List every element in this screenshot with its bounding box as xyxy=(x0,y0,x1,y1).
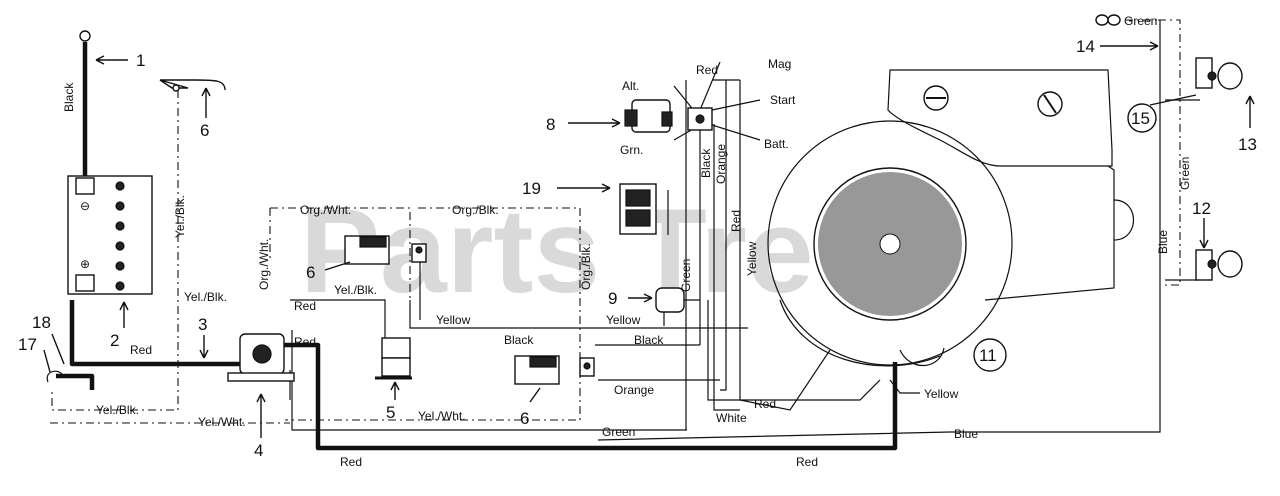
label-red-switch: Red xyxy=(729,210,743,232)
watermark: Parts Tree xyxy=(300,184,880,318)
label-red-solenoid-top: Red xyxy=(294,299,316,313)
label-yellow-switch: Yellow xyxy=(745,241,759,276)
callout-13: 13 xyxy=(1238,135,1257,154)
label-start: Start xyxy=(770,93,796,107)
label-blue-right-vertical: Blue xyxy=(1156,230,1170,254)
callout-5: 5 xyxy=(386,403,395,422)
switch-terminal-labels: Alt. Grn. Mag Start Batt. xyxy=(620,57,796,157)
label-org-blk-vertical: Org./Blk. xyxy=(579,243,593,290)
callout-11: 11 xyxy=(979,346,997,365)
callout-4: 4 xyxy=(254,441,263,460)
callout-6b: 6 xyxy=(306,263,315,282)
label-green-low: Green xyxy=(602,425,635,439)
battery-cables xyxy=(56,42,898,451)
battery-terminal-positive xyxy=(75,274,95,292)
label-red-bottom-left: Red xyxy=(340,455,362,469)
label-yellow-mid2: Yellow xyxy=(606,313,641,327)
label-black-top: Black xyxy=(62,82,76,112)
part-15 xyxy=(1127,103,1157,133)
label-alt: Alt. xyxy=(622,79,639,93)
callout-12: 12 xyxy=(1192,199,1211,218)
label-yel-blk-mid: Yel./Blk. xyxy=(184,290,227,304)
callout-9: 9 xyxy=(608,289,617,308)
label-white-low: White xyxy=(716,411,747,425)
callout-arrows xyxy=(43,41,1255,438)
headlight-12 xyxy=(1195,249,1243,281)
label-grn: Grn. xyxy=(620,143,643,157)
svg-text:⊖: ⊖ xyxy=(80,199,90,213)
starter-solenoid xyxy=(227,333,295,382)
callout-numbers: 1 2 3 4 5 6 6 6 8 9 11 12 13 14 15 17 18… xyxy=(18,37,1257,460)
label-yellow-engine: Yellow xyxy=(924,387,959,401)
callout-18: 18 xyxy=(32,313,51,332)
callout-1: 1 xyxy=(136,51,145,70)
part-11 xyxy=(973,338,1007,372)
ignition-switch xyxy=(624,99,713,133)
switch-6-top xyxy=(159,79,226,92)
label-red-switch-top: Red xyxy=(696,63,718,77)
label-red-bottom-right: Red xyxy=(796,455,818,469)
bulb-14 xyxy=(1095,14,1121,26)
wire-labels: Black Yel./Blk. Red Yel./Blk. Yel./Wht. … xyxy=(62,14,1192,469)
label-yel-blk-mid2: Yel./Blk. xyxy=(334,283,377,297)
label-org-wht-top: Org./Wht. xyxy=(300,203,351,217)
label-red-battery: Red xyxy=(130,343,152,357)
label-black-mid2: Black xyxy=(634,333,664,347)
part-9-connector xyxy=(655,287,685,326)
part-19 xyxy=(619,183,657,235)
label-red-low: Red xyxy=(754,397,776,411)
callout-14: 14 xyxy=(1076,37,1095,56)
label-batt: Batt. xyxy=(764,137,789,151)
label-yellow-mid: Yellow xyxy=(436,313,471,327)
switch-6-middle xyxy=(344,235,427,265)
callout-19: 19 xyxy=(522,179,541,198)
label-yel-wht-bottom: Yel./Wht. xyxy=(198,415,246,429)
label-black-switch: Black xyxy=(699,148,713,178)
label-yel-blk-bottom: Yel./Blk. xyxy=(96,403,139,417)
label-org-wht-vertical: Org./Wht. xyxy=(257,239,271,290)
label-green-right-top: Green xyxy=(1124,14,1157,28)
label-orange-switch: Orange xyxy=(714,144,728,184)
label-green-switch: Green xyxy=(679,259,693,292)
battery-terminal-negative xyxy=(75,177,95,195)
switch-6-lower xyxy=(514,355,595,385)
label-yel-blk-left: Yel./Blk. xyxy=(173,195,187,238)
label-org-blk-top: Org./Blk. xyxy=(452,203,499,217)
callout-8: 8 xyxy=(546,115,555,134)
label-mag: Mag xyxy=(768,57,791,71)
svg-text:⊕: ⊕ xyxy=(80,257,90,271)
callout-6a: 6 xyxy=(200,121,209,140)
callout-6c: 6 xyxy=(520,409,529,428)
label-red-solenoid-right: Red xyxy=(294,335,316,349)
dashed-harness xyxy=(50,19,1181,424)
battery: ⊖ ⊕ xyxy=(67,30,153,295)
label-blue-engine: Blue xyxy=(954,427,978,441)
engine xyxy=(767,69,1135,367)
label-yel-wht-low: Yel./Wht. xyxy=(418,409,466,423)
callout-17: 17 xyxy=(18,335,37,354)
part-17-18 xyxy=(46,370,63,383)
callout-3: 3 xyxy=(198,315,207,334)
label-black-mid: Black xyxy=(504,333,534,347)
callout-2: 2 xyxy=(110,331,119,350)
label-green-right-vertical: Green xyxy=(1178,157,1192,190)
headlight-13 xyxy=(1195,57,1243,90)
part-5-switch xyxy=(375,337,412,380)
callout-15: 15 xyxy=(1131,109,1150,128)
label-orange-low: Orange xyxy=(614,383,654,397)
